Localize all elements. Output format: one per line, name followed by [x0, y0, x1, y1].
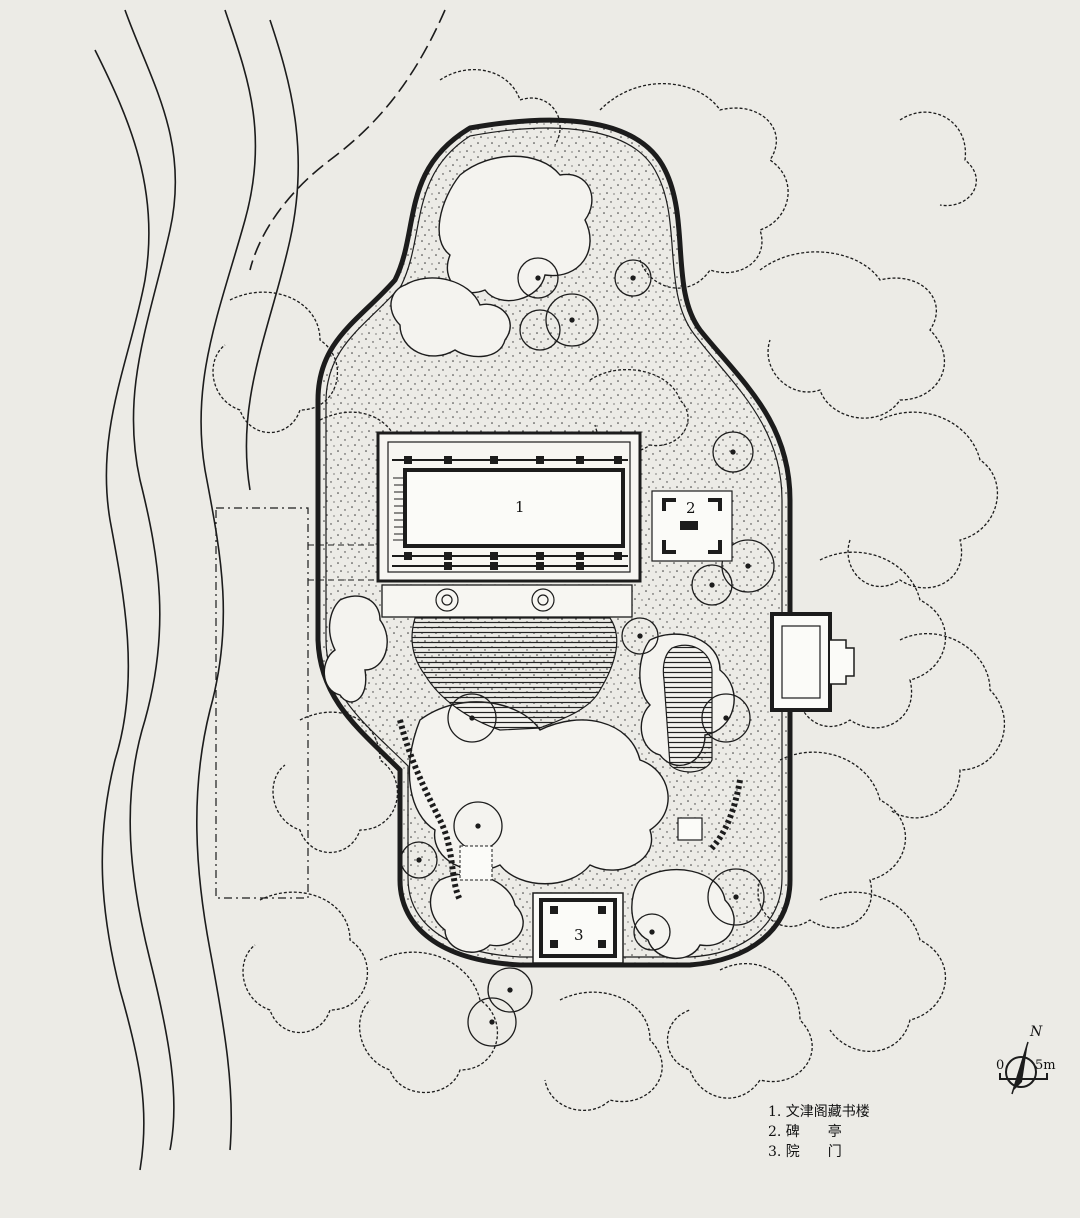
scale-distance-label: 5m	[1035, 1058, 1056, 1073]
building-1-label: 1	[515, 498, 525, 516]
front-terrace	[381, 584, 633, 618]
scale-zero-label: 0	[996, 1058, 1004, 1073]
legend-item-3: 3. 院 门	[768, 1144, 842, 1160]
building-2-label: 2	[686, 499, 696, 517]
building-3-courtyard-gate: 3	[532, 892, 624, 964]
scale-bar: 0 5m	[996, 1058, 1056, 1080]
river-lines	[94, 9, 446, 1171]
north-label: N	[1029, 1024, 1043, 1040]
legend-item-2: 2. 碑 亭	[768, 1124, 842, 1140]
pond-channel	[662, 644, 713, 773]
small-structure	[677, 817, 703, 841]
dashed-outline	[215, 507, 309, 899]
stepping-path	[707, 779, 743, 853]
north-arrow-icon: N	[1005, 1024, 1043, 1095]
legend: 1. 文津阁藏书楼 2. 碑 亭 3. 院 门	[768, 1102, 870, 1162]
building-2-stele-pavilion: 2	[651, 490, 733, 562]
legend-item-1: 1. 文津阁藏书楼	[768, 1104, 870, 1120]
building-3-label: 3	[574, 926, 584, 944]
building-1-library: 1	[376, 431, 642, 583]
east-pavilion	[770, 612, 855, 712]
small-structure	[459, 845, 493, 881]
isolated-trees	[400, 257, 775, 1047]
pond	[411, 617, 618, 731]
